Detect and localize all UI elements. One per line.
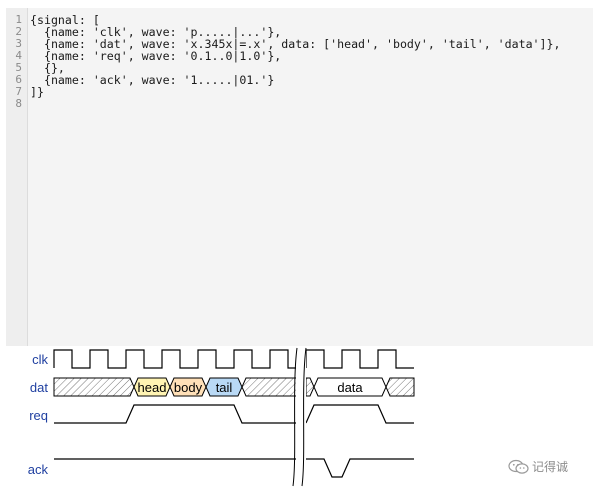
code-line[interactable]: {name: 'dat', wave: 'x.345x|=.x', data: … <box>30 37 561 51</box>
dat-unknown-1 <box>53 377 135 397</box>
line-number: 3 <box>15 37 22 50</box>
dat-label-head: head <box>138 380 167 395</box>
signal-label-ack: ack <box>27 462 48 477</box>
line-number: 6 <box>15 73 22 86</box>
line-number: 5 <box>15 61 22 74</box>
dat-unknown-4 <box>385 377 415 397</box>
code-line[interactable]: {name: 'req', wave: '0.1..0|1.0'}, <box>30 49 282 63</box>
line-number: 7 <box>15 85 22 98</box>
ack-wave-after-gap <box>306 458 414 478</box>
req-wave-after-gap <box>305 404 414 424</box>
code-line[interactable]: {name: 'ack', wave: '1.....|01.'} <box>30 73 275 87</box>
dat-unknown-3 <box>305 377 315 397</box>
code-editor[interactable]: 1 2 3 4 5 6 7 8 {signal: [ {name: 'clk',… <box>6 8 593 346</box>
dat-label-body: body <box>174 380 203 395</box>
clk-wave <box>53 349 297 369</box>
line-number-gutter: 1 2 3 4 5 6 7 8 <box>6 8 28 346</box>
code-line[interactable]: {name: 'clk', wave: 'p.....|...'}, <box>30 25 282 39</box>
line-number: 8 <box>15 97 22 110</box>
wechat-icon <box>508 459 529 474</box>
code-line[interactable]: {signal: [ <box>30 13 100 27</box>
watermark-text: 记得诚 <box>532 460 569 474</box>
clk-wave-after-gap <box>305 349 414 369</box>
signal-label-dat: dat <box>29 380 48 395</box>
dat-label-data: data <box>337 380 363 395</box>
dat-unknown-2 <box>241 377 298 397</box>
signal-label-clk: clk <box>32 352 48 367</box>
dat-label-tail: tail <box>216 380 233 395</box>
waveform-diagram: clk dat req ack head body <box>0 346 600 491</box>
time-gap-marker <box>292 346 307 491</box>
watermark: 记得诚 <box>508 458 568 475</box>
code-line[interactable]: ]} <box>30 85 44 99</box>
line-number: 4 <box>15 49 22 62</box>
line-number: 1 <box>15 13 22 26</box>
req-wave <box>54 404 297 424</box>
code-line[interactable]: {}, <box>30 61 65 75</box>
line-number: 2 <box>15 25 22 38</box>
waveform-svg: head body tail data <box>53 346 415 491</box>
signal-label-req: req <box>29 408 48 423</box>
